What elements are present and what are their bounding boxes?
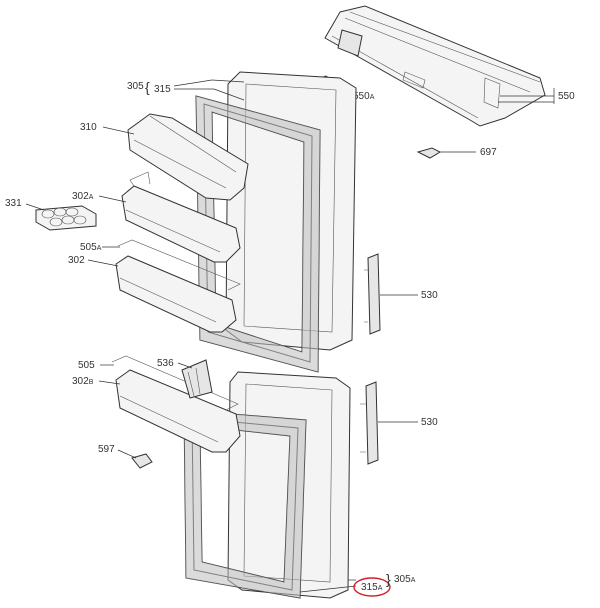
clip-536 xyxy=(181,359,213,399)
handle-530-bottom xyxy=(360,381,379,465)
label-305a: 305A xyxy=(394,574,416,585)
label-505a: 505A xyxy=(80,242,102,253)
label-550a: 550A xyxy=(353,91,375,102)
label-697: 697 xyxy=(480,147,497,158)
handle-530-top xyxy=(364,253,381,335)
divider-505 xyxy=(111,355,239,411)
highlight-circle-315a xyxy=(353,577,391,597)
egg-tray-331 xyxy=(35,205,97,231)
label-536: 536 xyxy=(157,358,174,369)
label-530-bottom: 530 xyxy=(421,417,438,428)
part-597 xyxy=(131,453,153,469)
label-505: 505 xyxy=(78,360,95,371)
hinge-697 xyxy=(416,147,442,159)
label-310: 310 xyxy=(80,122,97,133)
label-550: 550 xyxy=(558,91,575,102)
label-530-top: 530 xyxy=(421,290,438,301)
label-305: 305 xyxy=(127,81,144,92)
label-315: 315 xyxy=(154,84,171,95)
door-shelf-302 xyxy=(115,255,237,333)
control-panel-550 xyxy=(324,5,546,127)
shelf-cover-310 xyxy=(127,113,249,201)
label-302a: 302A xyxy=(72,191,94,202)
label-315a: 315A xyxy=(361,582,383,593)
label-597: 597 xyxy=(98,444,115,455)
door-shelf-302b xyxy=(115,369,241,453)
door-shelf-302a xyxy=(121,171,241,263)
brace-305: { xyxy=(145,79,150,95)
divider-505a xyxy=(117,239,241,291)
label-302b: 302B xyxy=(72,376,94,387)
label-302: 302 xyxy=(68,255,85,266)
label-331: 331 xyxy=(5,198,22,209)
brace-305a: } xyxy=(386,571,391,587)
